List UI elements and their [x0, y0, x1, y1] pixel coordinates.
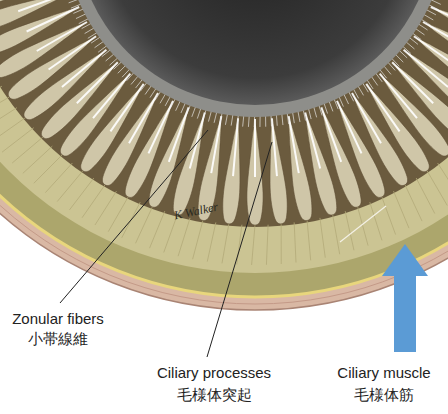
lens — [75, 0, 435, 105]
process-highlight — [27, 7, 80, 32]
muscle-fiber — [345, 211, 354, 250]
muscle-fiber — [95, 191, 116, 225]
sclera — [0, 0, 448, 310]
muscle-fiber — [281, 224, 282, 264]
process-highlight — [49, 36, 97, 69]
muscle-fiber — [193, 220, 203, 259]
muscle-fiber — [82, 185, 105, 218]
process-highlight — [211, 116, 221, 173]
leader-line — [340, 206, 386, 242]
process-highlight — [272, 118, 277, 176]
muscle-fiber — [370, 202, 382, 240]
process-highlight — [437, 0, 448, 11]
muscle-fiber — [405, 185, 422, 221]
part-name: 毛様体突起 — [177, 386, 252, 404]
process-highlight — [18, 0, 73, 11]
process-highlight — [305, 112, 320, 168]
muscle-fiber — [333, 215, 340, 255]
process-highlight — [423, 22, 448, 51]
process-highlight — [337, 101, 362, 154]
muscle-fiber — [2, 128, 34, 153]
process-highlight — [233, 118, 238, 176]
part-name: 小帯線維 — [28, 330, 88, 348]
blue-arrow — [382, 244, 428, 352]
process-highlight — [414, 36, 448, 69]
muscle-fiber — [207, 222, 216, 261]
process-highlight — [169, 107, 189, 162]
ciliary-body — [0, 0, 448, 273]
process-highlight — [289, 116, 299, 173]
muscle-fiber — [0, 118, 25, 141]
muscle-fiber — [416, 178, 435, 214]
muscle-fiber — [266, 225, 268, 265]
muscle-fiber — [382, 197, 396, 235]
muscle-fiber — [294, 222, 296, 262]
ciliary-muscle — [0, 0, 448, 273]
muscle-fiber — [427, 171, 447, 206]
process-highlight — [321, 107, 341, 162]
muscle-fiber — [394, 191, 409, 228]
process-highlight — [129, 93, 158, 143]
process-highlight — [366, 84, 399, 132]
lens-rim — [63, 0, 447, 117]
process-highlight — [149, 101, 174, 154]
muscle-fiber — [307, 220, 311, 260]
ciliary-process — [446, 0, 448, 7]
muscle-fiber — [0, 86, 2, 105]
process-highlight — [254, 119, 256, 177]
part-name: Ciliary processes — [157, 364, 271, 382]
muscle-fiber — [320, 218, 325, 258]
sclera-stripe — [0, 0, 448, 304]
leader-lines — [60, 130, 428, 357]
part-name: Zonular fibers — [12, 310, 104, 328]
muscle-fiber — [150, 211, 165, 248]
leader-line — [207, 142, 272, 357]
process-highlight — [37, 22, 87, 51]
process-highlight — [190, 112, 205, 168]
muscle-fiber — [222, 224, 229, 264]
eye-globe — [0, 0, 448, 310]
part-name: 毛様体筋 — [354, 386, 414, 404]
choroid — [0, 0, 448, 297]
process-highlight — [352, 93, 381, 143]
muscle-fiber — [178, 218, 190, 256]
part-name: Ciliary muscle — [337, 364, 430, 382]
process-base — [0, 0, 448, 227]
muscle-fiber — [0, 97, 9, 117]
muscle-fiber — [0, 108, 17, 130]
muscle-fiber — [252, 225, 255, 265]
